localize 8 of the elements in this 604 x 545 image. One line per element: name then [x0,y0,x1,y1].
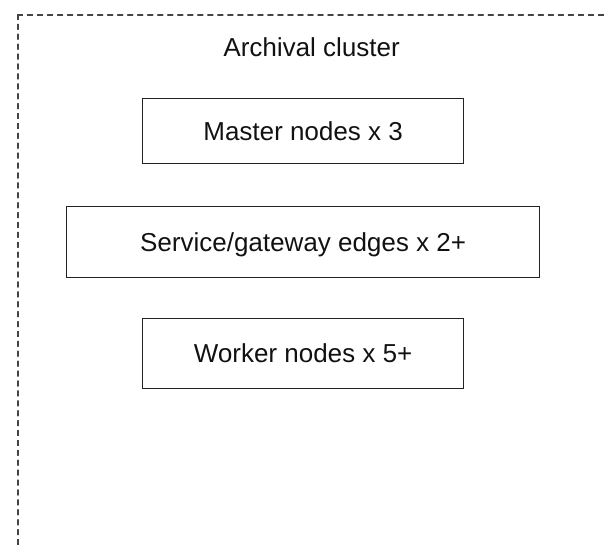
cluster-title: Archival cluster [223,32,400,62]
box-label: Master nodes x 3 [203,116,403,146]
component-box [142,318,464,389]
box-label: Worker nodes x 5+ [194,338,412,369]
cluster-boundary [17,14,604,545]
box-label: Service/gateway edges x 2+ [140,226,466,258]
component-box [142,98,464,164]
component-box [66,206,540,278]
